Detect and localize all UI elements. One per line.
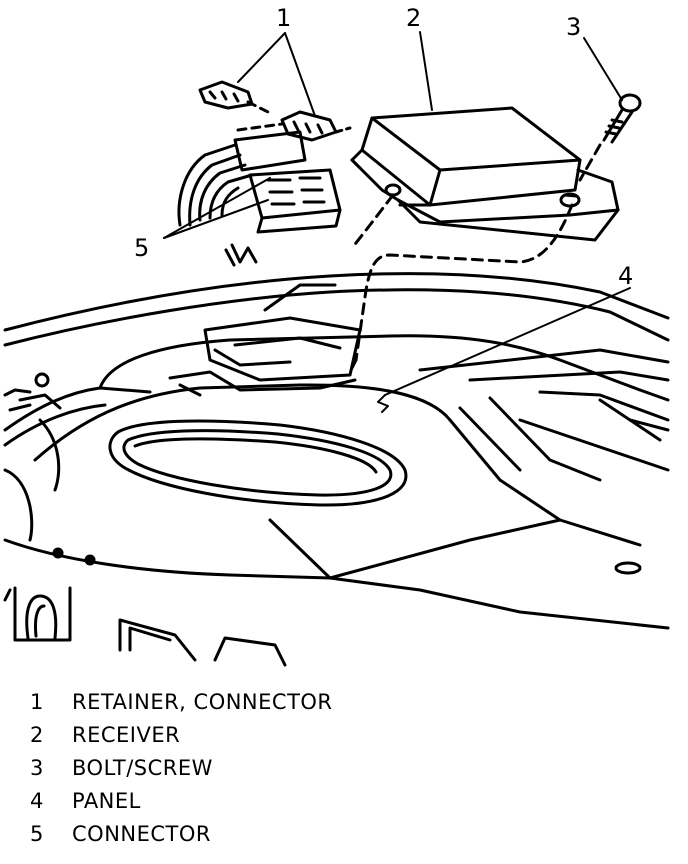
legend-label: CONNECTOR	[72, 822, 211, 846]
assembly-guide-lines	[348, 143, 602, 374]
panel	[3, 272, 670, 667]
legend-item: 2 RECEIVER	[30, 723, 650, 756]
legend-item: 4 PANEL	[30, 789, 650, 822]
callout-2: 2	[406, 4, 421, 32]
legend-number: 2	[30, 723, 44, 747]
legend-item: 1 RETAINER, CONNECTOR	[30, 690, 650, 723]
legend-label: PANEL	[72, 789, 141, 813]
legend-item: 5 CONNECTOR	[30, 822, 650, 855]
callout-1: 1	[276, 4, 291, 32]
legend-number: 4	[30, 789, 44, 813]
parts-legend: 1 RETAINER, CONNECTOR 2 RECEIVER 3 BOLT/…	[30, 690, 650, 855]
exploded-view-diagram: 1 2 3 4 5	[3, 4, 670, 667]
legend-item: 3 BOLT/SCREW	[30, 756, 650, 789]
connector-harness	[177, 130, 342, 267]
receiver	[350, 106, 620, 242]
legend-number: 1	[30, 690, 44, 714]
callout-5: 5	[134, 234, 149, 262]
legend-label: BOLT/SCREW	[72, 756, 213, 780]
bolt-screw	[602, 93, 642, 144]
legend-label: RECEIVER	[72, 723, 181, 747]
callout-3: 3	[566, 13, 581, 41]
retainer-connector	[198, 80, 352, 142]
legend-number: 3	[30, 756, 44, 780]
legend-number: 5	[30, 822, 44, 846]
callout-4: 4	[618, 262, 633, 290]
legend-label: RETAINER, CONNECTOR	[72, 690, 333, 714]
leader-lines	[163, 31, 631, 413]
